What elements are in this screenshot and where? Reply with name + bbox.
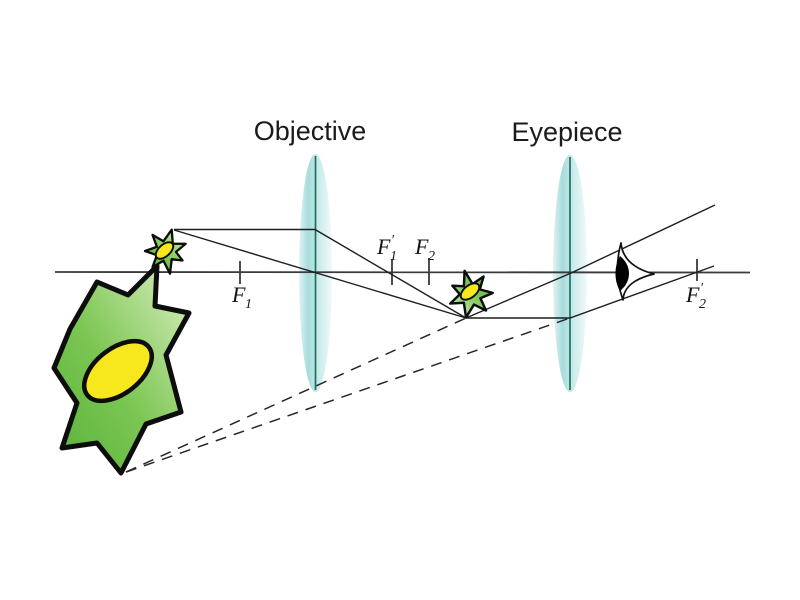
f1-prime-sub: 1 [390,249,397,264]
object-cell-nucleus [154,241,175,260]
ray-through-objective-center [173,229,467,319]
f1-prime-mark: ′ [391,233,395,248]
intermediate-image-cell [446,267,496,320]
f1-sub: 1 [245,297,252,312]
f1-base: F [231,282,246,307]
f2-sub: 2 [428,249,435,264]
virtual-image-cell-nucleus [82,338,154,404]
f2-prime-base: F [685,282,700,307]
ray-parallel-then-through-f1-prime [174,228,467,319]
objective-label: Objective [254,116,367,146]
f2-prime-mark: ′ [700,281,704,296]
f2-base: F [414,234,429,259]
virtual-ray-lower-dashed [125,317,571,473]
eye-pupil [615,256,629,291]
intermediate-image-cell-nucleus [459,282,481,301]
ray-through-eyepiece-center [465,204,716,319]
ray-parallel-then-through-f2-prime [466,265,715,319]
focal-label-f1-prime: F ′ 1 [376,233,397,264]
f1-prime-base: F [376,234,391,259]
virtual-ray-upper-dashed [125,317,467,473]
f2-prime-sub: 2 [699,297,706,312]
object-cell [143,228,187,275]
focal-label-f2: F 2 [414,234,435,264]
virtual-image-cell [51,263,192,476]
focal-label-f2-prime: F ′ 2 [685,281,706,312]
eye-icon [615,242,655,301]
focal-label-f1: F 1 [231,282,252,312]
eyepiece-label: Eyepiece [511,117,622,147]
